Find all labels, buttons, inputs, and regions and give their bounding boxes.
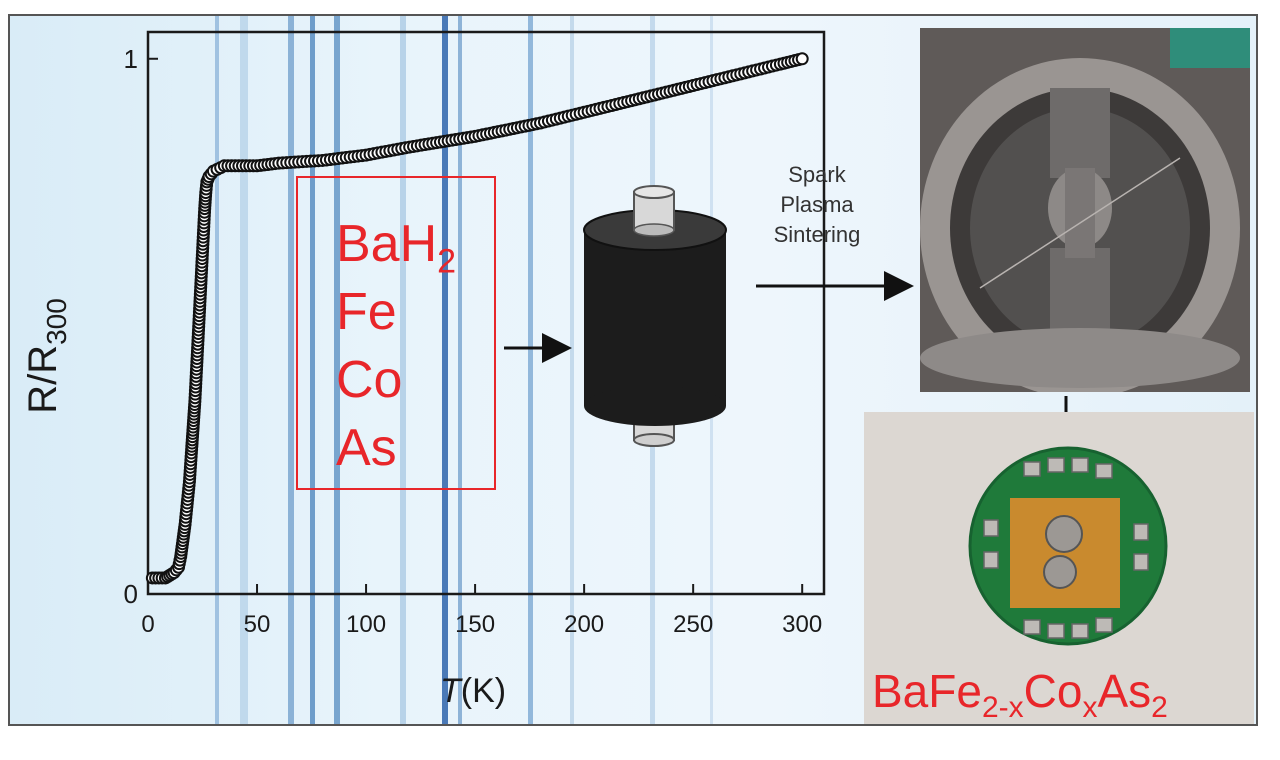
- y-tick-label: 1: [124, 44, 138, 74]
- x-tick-label: 150: [455, 611, 495, 638]
- precursor-bah2: BaH2: [336, 215, 457, 281]
- x-tick-label: 200: [564, 611, 604, 638]
- y-tick-label: 0: [124, 579, 138, 609]
- graphite-die-icon: [583, 185, 727, 447]
- background-streak: [442, 16, 448, 724]
- data-point: [795, 52, 809, 66]
- precursor-as: As: [336, 419, 397, 477]
- background-streak: [288, 16, 294, 724]
- x-tick-label: 100: [346, 611, 386, 638]
- precursor-fe: Fe: [336, 283, 397, 341]
- background-streak: [570, 16, 574, 724]
- x-tick-label: 50: [244, 611, 271, 638]
- sample-photo: [864, 412, 1254, 724]
- background-streak: [528, 16, 533, 724]
- precursor-box: [296, 176, 496, 490]
- sps-chamber-photo: [920, 28, 1250, 392]
- resistance-chart: 0 50 100 150 200 250 300 0 1 R/R300: [21, 30, 826, 638]
- y-axis-label: R/R300: [21, 298, 72, 414]
- background-streak: [400, 16, 406, 724]
- x-tick-label: 250: [673, 611, 713, 638]
- x-tick-label: 0: [141, 611, 154, 638]
- figure-frame: 0 50 100 150 200 250 300 0 1 R/R300 T(K) BaH2 F…: [8, 14, 1258, 726]
- background-streak: [215, 16, 219, 724]
- x-tick-label: 300: [782, 611, 822, 638]
- background-streak: [334, 16, 340, 724]
- x-axis-label: T(K): [440, 672, 507, 710]
- process-label: Spark Plasma Sintering: [773, 162, 861, 247]
- background-streak: [240, 16, 248, 724]
- background-streak: [458, 16, 462, 724]
- product-formula: BaFe2-xCoxAs2: [872, 665, 1168, 725]
- precursor-co: Co: [336, 351, 403, 409]
- process-graphics: [504, 185, 1081, 460]
- background-streak: [310, 16, 315, 724]
- plot-frame: [146, 30, 826, 596]
